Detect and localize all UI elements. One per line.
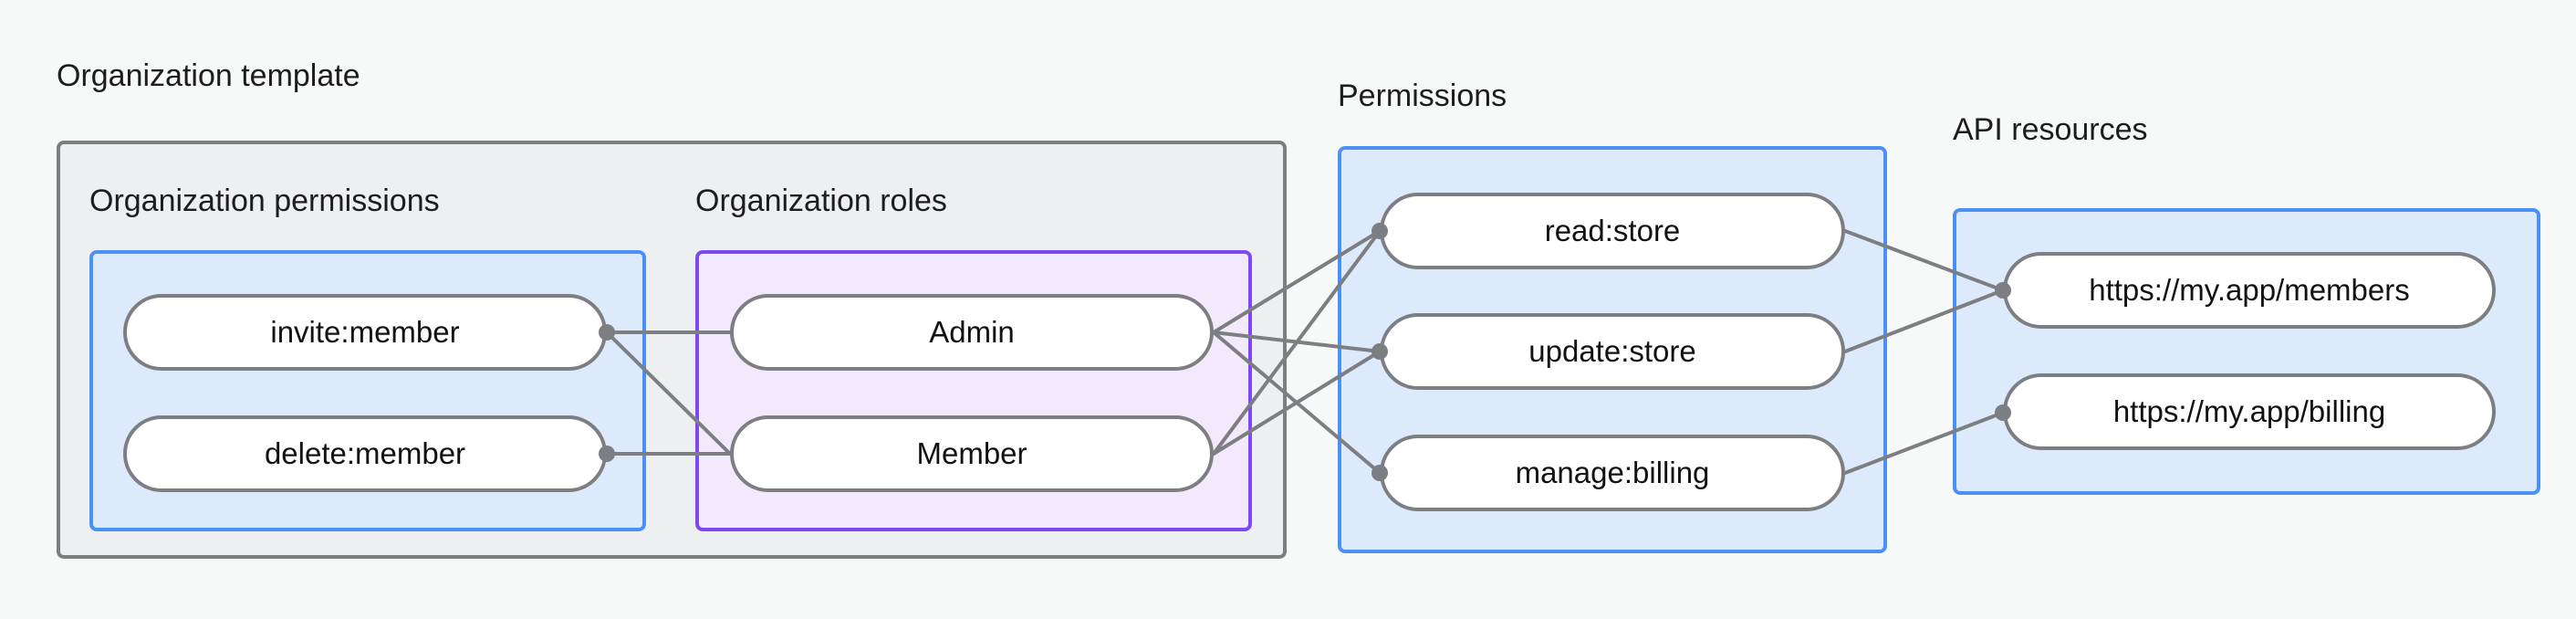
node-admin[interactable]: Admin (730, 294, 1214, 371)
node-delete-member-label: delete:member (264, 436, 466, 470)
node-my-app-billing-label: https://my.app/billing (2112, 394, 2386, 428)
organization-template-title: Organization template (57, 58, 360, 93)
node-my-app-members[interactable]: https://my.app/members (2003, 252, 2496, 329)
node-member-label: Member (916, 436, 1027, 470)
node-manage-billing-label: manage:billing (1515, 456, 1710, 489)
port-my-app-billing-left (1995, 404, 2011, 421)
node-member[interactable]: Member (730, 415, 1214, 492)
port-update-store-left (1371, 343, 1388, 360)
node-my-app-members-label: https://my.app/members (2089, 273, 2410, 307)
port-manage-billing-left (1371, 465, 1388, 481)
node-manage-billing[interactable]: manage:billing (1380, 435, 1845, 511)
port-invite-member-right (599, 324, 615, 341)
node-update-store[interactable]: update:store (1380, 313, 1845, 390)
node-invite-member[interactable]: invite:member (123, 294, 607, 371)
node-invite-member-label: invite:member (270, 315, 460, 349)
port-my-app-members-left (1995, 282, 2011, 299)
organization-permissions-title: Organization permissions (89, 184, 440, 218)
node-read-store-label: read:store (1544, 214, 1681, 247)
permissions-title: Permissions (1338, 79, 1507, 113)
node-update-store-label: update:store (1528, 334, 1696, 368)
node-delete-member[interactable]: delete:member (123, 415, 607, 492)
node-admin-label: Admin (929, 315, 1015, 349)
port-read-store-left (1371, 223, 1388, 239)
organization-roles-title: Organization roles (695, 184, 947, 218)
port-delete-member-right (599, 446, 615, 462)
node-my-app-billing[interactable]: https://my.app/billing (2003, 373, 2496, 450)
node-read-store[interactable]: read:store (1380, 193, 1845, 269)
api-resources-title: API resources (1953, 112, 2148, 147)
